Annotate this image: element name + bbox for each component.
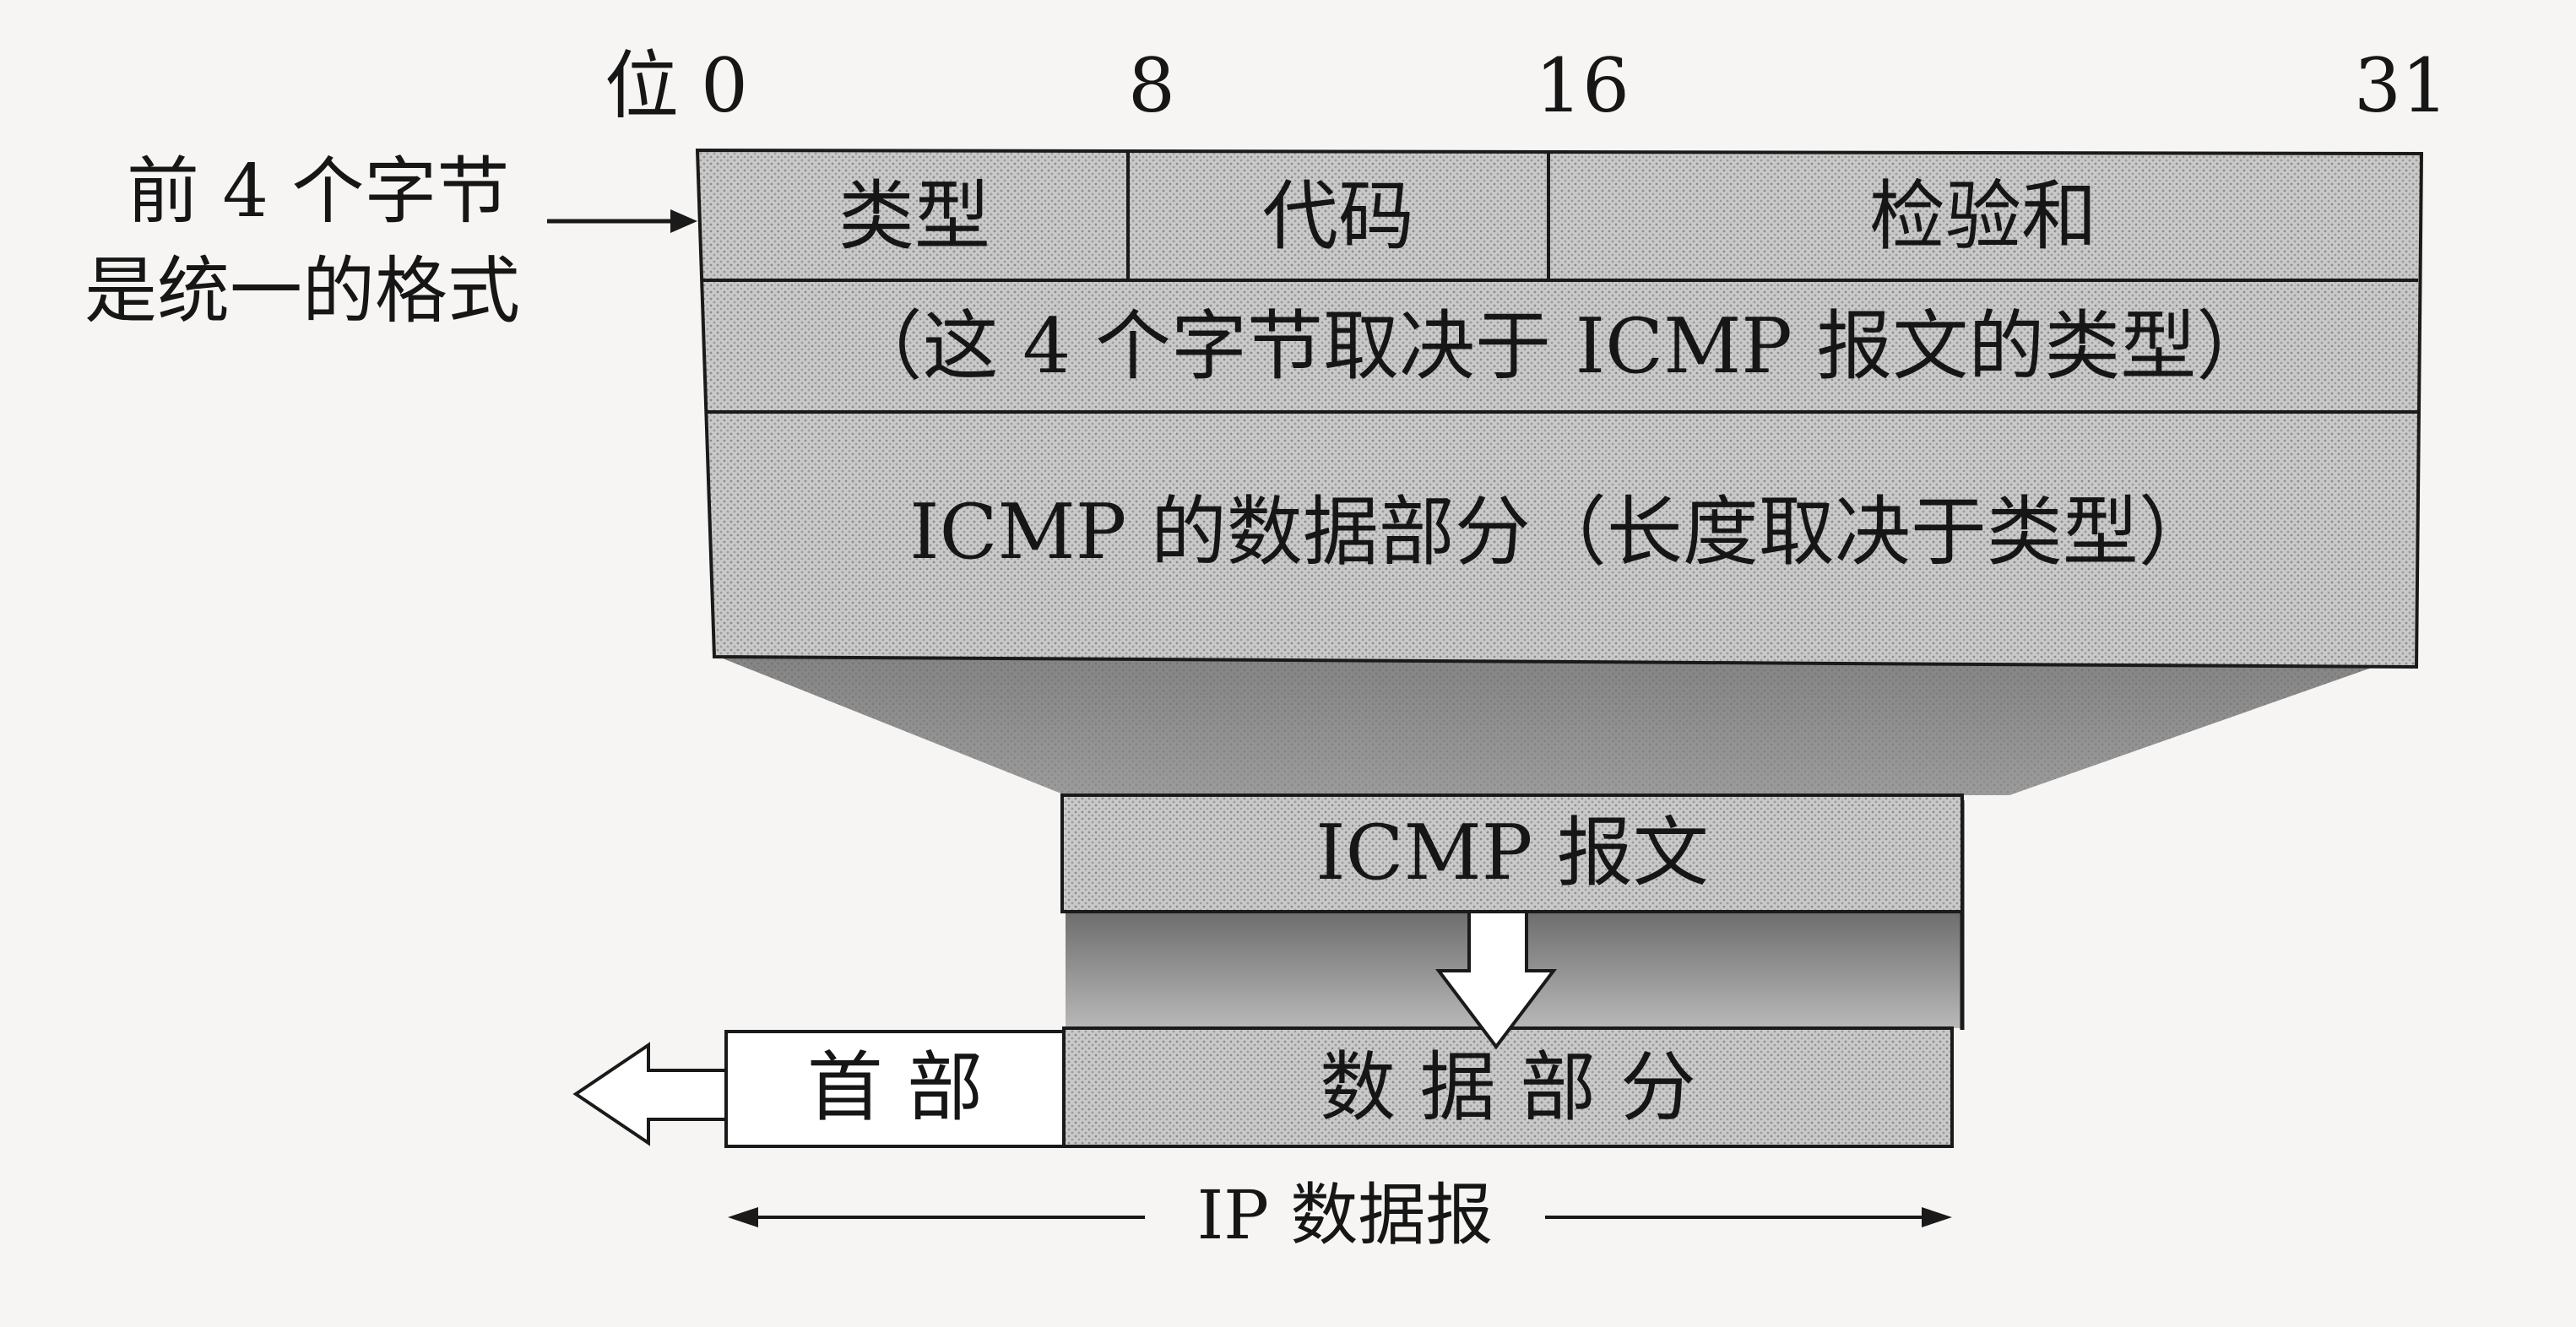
bit-prefix-label: 位 xyxy=(605,42,680,129)
field-rest-of-header: （这 4 个字节取决于 ICMP 报文的类型） xyxy=(846,302,2273,391)
bit-16-label: 16 xyxy=(1535,42,1630,129)
ip-datagram-box xyxy=(724,1026,1954,1148)
ip-header-label: 首 部 xyxy=(806,1043,984,1132)
icmp-message-label: ICMP 报文 xyxy=(1315,809,1709,897)
field-type: 类型 xyxy=(838,172,990,261)
side-note-line1: 前 4 个字节 xyxy=(127,149,510,234)
ip-data-label: 数 据 部 分 xyxy=(1320,1043,1696,1132)
side-note-line2: 是统一的格式 xyxy=(84,249,520,333)
field-code: 代码 xyxy=(1262,172,1414,261)
ip-datagram-label: IP 数据报 xyxy=(1145,1182,1545,1249)
icmp-format-box xyxy=(695,148,2424,669)
side-note-arrow xyxy=(547,209,697,233)
funnel-texture xyxy=(723,658,2398,795)
left-arrow-icon xyxy=(572,1042,728,1146)
ip-data-cell xyxy=(1062,1026,1954,1148)
bit-8-label: 8 xyxy=(1128,42,1175,129)
field-icmp-data: ICMP 的数据部分（长度取决于类型） xyxy=(909,488,2215,577)
down-arrow-icon xyxy=(1434,910,1558,1050)
bit-0-label: 0 xyxy=(701,42,748,129)
ip-header-cell xyxy=(724,1030,1066,1148)
bit-31-label: 31 xyxy=(2354,42,2449,129)
field-checksum: 检验和 xyxy=(1869,172,2097,261)
